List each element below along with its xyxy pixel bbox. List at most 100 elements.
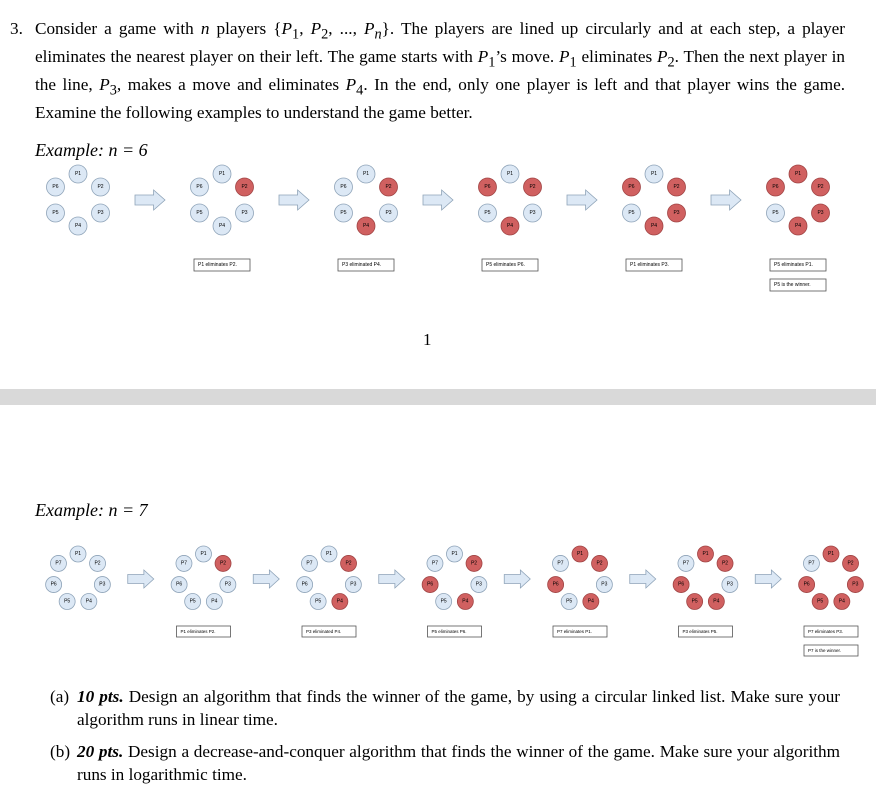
player-node-p2 (235, 177, 254, 197)
player-label: P6 (484, 184, 490, 190)
player-node-p1 (356, 164, 376, 184)
caption-box (176, 625, 231, 638)
caption-box (678, 625, 733, 638)
player-node-p4 (788, 216, 808, 236)
player-label: P3 (673, 210, 679, 216)
player-node-p5 (622, 203, 641, 223)
step-arrow-icon (754, 569, 782, 589)
player-node-p2 (591, 555, 608, 572)
player-label: P7 (55, 560, 61, 566)
player-label: P4 (219, 223, 225, 229)
player-label: P3 (727, 582, 733, 588)
player-label: P4 (363, 223, 369, 229)
player-node-p1 (788, 164, 808, 184)
player-label: P3 (476, 582, 482, 588)
part-b-points: 20 pts. (77, 742, 124, 761)
step-arrow-icon (503, 569, 531, 589)
player-node-p3 (344, 576, 362, 593)
player-node-p3 (811, 203, 830, 223)
player-label: P5 (64, 599, 70, 605)
part-b-label: (b) (50, 742, 71, 761)
player-label: P4 (86, 599, 92, 605)
problem-number: 3. (10, 19, 23, 38)
caption-text: P3 eliminated P4. (342, 262, 381, 268)
part-b-text: Design a decrease-and-conquer algorithm … (77, 742, 840, 784)
page-number: 1 (423, 330, 432, 349)
player-label: P4 (75, 223, 81, 229)
player-node-p3 (379, 203, 398, 223)
part-b: (b) 20 pts. Design a decrease-and-conque… (50, 741, 840, 786)
winner-text: P7 is the winner. (808, 648, 841, 653)
player-node-p1 (446, 545, 463, 563)
step-arrow-icon (278, 189, 310, 211)
step-arrow-icon (378, 569, 406, 589)
player-node-p1 (697, 545, 714, 563)
player-node-p6 (46, 177, 65, 197)
caption-box (193, 258, 251, 272)
player-label: P1 (75, 171, 81, 177)
player-label: P6 (176, 582, 182, 588)
player-node-p5 (190, 203, 209, 223)
player-node-p1 (571, 545, 589, 563)
player-label: P3 (99, 582, 105, 588)
player-node-p5 (811, 593, 829, 610)
caption-text: P1 eliminates P2. (181, 629, 216, 634)
player-node-p1 (822, 545, 840, 563)
player-node-p6 (45, 576, 63, 593)
player-label: P5 (484, 210, 490, 216)
player-label: P7 (683, 560, 689, 566)
player-label: P4 (713, 599, 719, 605)
player-node-p2 (716, 555, 734, 572)
player-label: P1 (795, 171, 801, 177)
player-label: P5 (692, 599, 698, 605)
player-label: P2 (471, 560, 477, 566)
player-node-p2 (89, 555, 106, 572)
player-node-p2 (523, 177, 542, 197)
player-node-p7 (552, 555, 569, 572)
player-node-p4 (500, 216, 520, 236)
player-label: P2 (345, 560, 351, 566)
player-node-p3 (523, 203, 542, 223)
player-node-p4 (833, 593, 851, 610)
player-label: P3 (529, 210, 535, 216)
player-label: P6 (804, 582, 810, 588)
player-node-p3 (846, 576, 864, 593)
player-node-p2 (214, 555, 232, 572)
player-label: P1 (828, 551, 834, 557)
player-label: P7 (808, 560, 814, 566)
player-node-p4 (331, 593, 349, 610)
player-label: P6 (52, 184, 58, 190)
player-label: P1 (326, 551, 332, 557)
player-label: P1 (363, 171, 369, 177)
player-node-p1 (644, 164, 664, 184)
player-node-p3 (721, 576, 739, 593)
player-node-p2 (811, 177, 830, 197)
step-arrow-icon (629, 569, 657, 589)
player-node-p1 (195, 545, 212, 563)
part-a-points: 10 pts. (77, 687, 124, 706)
player-node-p2 (340, 555, 357, 572)
player-node-p6 (334, 177, 353, 197)
step-arrow-icon (566, 189, 598, 211)
problem-parts: (a) 10 pts. Design an algorithm that fin… (50, 686, 840, 796)
player-label: P2 (220, 560, 226, 566)
player-label: P6 (51, 582, 57, 588)
player-label: P6 (772, 184, 778, 190)
player-label: P6 (302, 582, 308, 588)
player-label: P2 (673, 184, 679, 190)
caption-text: P5 eliminates P1. (774, 262, 813, 268)
player-node-p7 (677, 555, 695, 572)
player-node-p6 (766, 177, 785, 197)
player-label: P1 (451, 551, 457, 557)
step-arrow-icon (127, 569, 155, 589)
winner-box (803, 644, 859, 657)
player-label: P5 (628, 210, 634, 216)
caption-text: P5 eliminates P6. (432, 629, 467, 634)
player-label: P2 (385, 184, 391, 190)
caption-text: P3 eliminated P4. (306, 629, 341, 634)
player-label: P6 (553, 582, 559, 588)
player-node-p2 (91, 177, 110, 197)
